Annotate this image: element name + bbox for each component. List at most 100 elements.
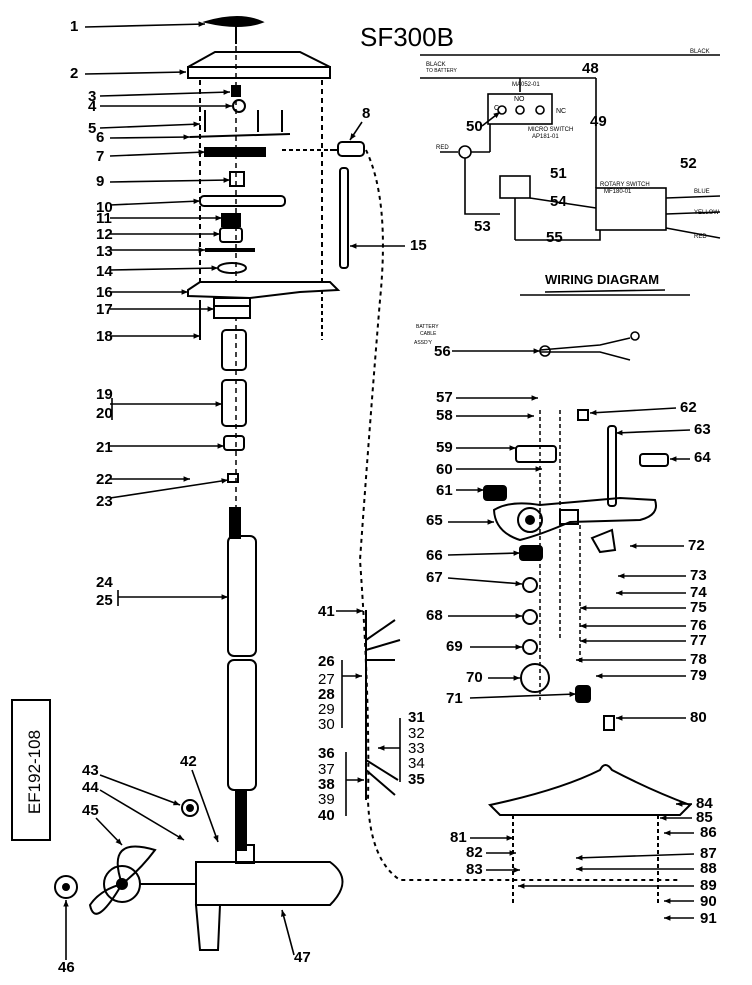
callout-number: 45: [82, 802, 99, 819]
leader-arrowhead: [513, 675, 520, 681]
model-number-box: EF192-108: [25, 730, 44, 814]
part-number-label: MA052-01: [512, 82, 540, 88]
leader-arrowhead: [183, 476, 190, 482]
callout-number: 42: [180, 753, 197, 770]
callout-number: 73: [690, 567, 707, 584]
leader-line: [84, 23, 206, 28]
leader-arrowhead: [576, 866, 583, 872]
leader-arrowhead: [477, 487, 484, 493]
leader-arrowhead: [527, 413, 534, 419]
leader-arrowhead: [630, 543, 637, 549]
leader-arrowhead: [616, 430, 623, 436]
callout-number: 49: [590, 113, 607, 130]
leader-line: [109, 267, 219, 271]
callout-number: 47: [294, 949, 311, 966]
leader-line: [109, 136, 191, 139]
leader-line: [447, 552, 521, 556]
leader-arrowhead: [223, 177, 230, 183]
callout-number: 84: [696, 795, 713, 812]
leader-arrowhead: [213, 231, 220, 237]
callout-number: 65: [426, 512, 443, 529]
leader-arrowhead: [509, 445, 516, 451]
callout-number: 40: [318, 807, 335, 824]
callout-number: 89: [700, 877, 717, 894]
leader-arrowhead: [670, 456, 677, 462]
callout-number: 35: [408, 771, 425, 788]
wire-label-to-battery: TO BATTERY: [426, 68, 458, 74]
leader-arrowhead: [198, 247, 205, 253]
callout-number: 28: [318, 686, 335, 703]
callout-number: 9: [96, 173, 104, 190]
leader-arrowhead: [515, 613, 522, 619]
leader-arrowhead: [221, 594, 228, 600]
callout-number: 29: [318, 701, 335, 718]
callout-number: 52: [680, 155, 697, 172]
callout-number: 24: [96, 574, 113, 591]
callout-number: 87: [700, 845, 717, 862]
leader-arrowhead: [576, 657, 583, 663]
callout-number: 91: [700, 910, 717, 927]
leader-arrowhead: [576, 855, 583, 861]
battery-cable-label: BATTERY: [416, 324, 439, 330]
callout-number: 68: [426, 607, 443, 624]
leader-arrowhead: [215, 215, 222, 221]
callout-number: 48: [582, 60, 599, 77]
callout-number: 58: [436, 407, 453, 424]
callout-number: 88: [700, 860, 717, 877]
callout-number: 76: [690, 617, 707, 634]
leader-arrowhead: [664, 915, 671, 921]
leader-arrowhead: [350, 243, 357, 249]
callout-number: 79: [690, 667, 707, 684]
callout-number: 17: [96, 301, 113, 318]
leader-arrowhead: [177, 834, 184, 840]
callout-number: 2: [70, 65, 78, 82]
callout-number: 85: [696, 809, 713, 826]
leader-arrowhead: [506, 835, 513, 841]
wire-label-red-right: RED: [694, 234, 707, 240]
callout-number: 59: [436, 439, 453, 456]
callout-number: 3: [88, 88, 96, 105]
callout-number: 11: [96, 210, 112, 227]
leader-arrowhead: [580, 623, 587, 629]
leader-arrowhead: [616, 590, 623, 596]
wire-label-yellow: YELLOW: [694, 210, 719, 216]
leader-arrowhead: [533, 348, 540, 354]
callout-number: 26: [318, 653, 335, 670]
leader-arrowhead: [193, 198, 200, 205]
leader-line: [99, 91, 231, 97]
terminal-no: NO: [514, 96, 525, 103]
callout-number: 67: [426, 569, 443, 586]
leader-arrowhead: [357, 777, 364, 783]
callout-number: 33: [408, 740, 425, 757]
leader-line: [575, 853, 695, 859]
leader-arrowhead: [616, 715, 623, 721]
callout-number: 8: [362, 105, 370, 122]
leader-arrowhead: [509, 850, 516, 856]
callout-number: 36: [318, 745, 335, 762]
leader-arrowhead: [211, 265, 218, 271]
leader-arrowhead: [213, 835, 219, 842]
callout-number: 63: [694, 421, 711, 438]
leader-arrowhead: [179, 69, 186, 75]
micro-switch-label: MICRO SWITCH: [528, 127, 573, 133]
callout-number: 61: [436, 482, 453, 499]
callout-number: 41: [318, 603, 335, 620]
callout-number: 15: [410, 237, 427, 254]
leader-arrowhead: [193, 333, 200, 339]
leader-line: [99, 123, 201, 129]
callout-number: 4: [88, 98, 97, 115]
leader-line: [191, 769, 219, 843]
callout-number: 62: [680, 399, 697, 416]
leader-line: [281, 909, 295, 956]
leader-arrowhead: [350, 133, 356, 140]
leader-arrowhead: [355, 673, 362, 679]
leader-arrowhead: [518, 883, 525, 889]
leader-line: [99, 789, 185, 841]
leader-arrowhead: [513, 550, 520, 556]
leader-arrowhead: [664, 898, 671, 904]
leader-line: [589, 407, 677, 414]
leader-arrowhead: [676, 801, 683, 807]
leader-arrowhead: [173, 800, 180, 806]
callout-number: 6: [96, 129, 104, 146]
callout-number: 54: [550, 193, 567, 210]
